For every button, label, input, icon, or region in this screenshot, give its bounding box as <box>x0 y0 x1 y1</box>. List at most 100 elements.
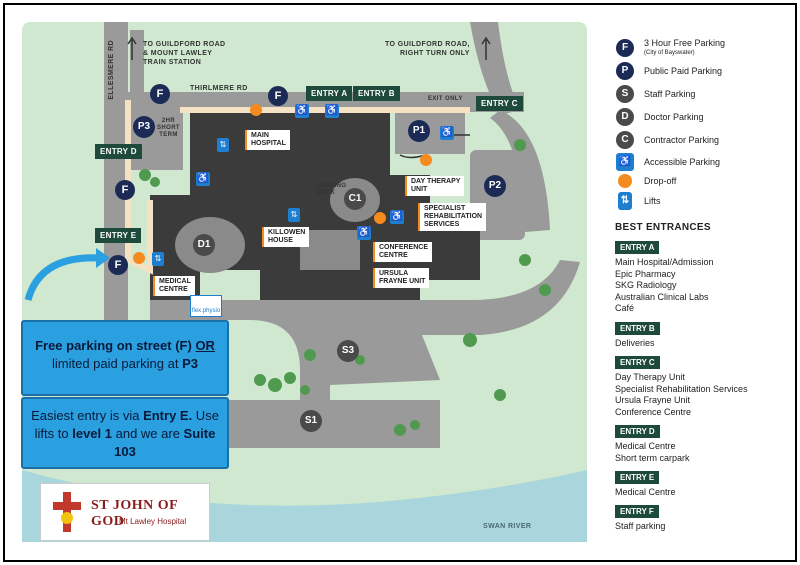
entry-c-label: ENTRY C <box>476 96 523 111</box>
legend-doctor: D Doctor Parking <box>616 108 704 126</box>
legend-staff: S Staff Parking <box>616 85 695 103</box>
s1-lot <box>220 400 440 448</box>
list-item: Café <box>615 303 635 313</box>
entry-e-arrowhead <box>96 248 110 268</box>
be-entry-b-list: Deliveries <box>615 338 655 350</box>
s1-marker: S1 <box>300 410 322 432</box>
list-item: Ursula Frayne Unit <box>615 395 691 405</box>
conference-centre-label: CONFERENCE CENTRE <box>373 242 433 262</box>
p2-marker: P2 <box>484 175 506 197</box>
legend-label: 3 Hour Free Parking <box>644 38 726 48</box>
free-parking-marker-4: F <box>108 255 128 275</box>
legend-lifts: ⇅ Lifts <box>616 192 661 210</box>
list-item: Epic Pharmacy <box>615 268 676 279</box>
free-parking-marker-1: F <box>150 84 170 104</box>
dropoff-icon <box>133 252 145 264</box>
entry-b-label: ENTRY B <box>353 86 400 101</box>
legend-label: Staff Parking <box>644 89 696 99</box>
callout-text: Suite 103 <box>114 426 216 459</box>
p1-marker: P1 <box>408 120 430 142</box>
be-entry-e-list: Medical Centre <box>615 487 676 499</box>
p3-marker: P3 <box>133 116 155 138</box>
legend-dropoff: Drop-off <box>616 174 676 188</box>
physio-badge-text: flex.physio <box>191 308 221 314</box>
legend-label: Public Paid Parking <box>644 66 723 76</box>
road-north-right <box>470 22 520 115</box>
contractor-parking-icon: C <box>616 131 634 149</box>
be-entry-f-list: Staff parking <box>615 521 665 533</box>
arrow-north-left <box>127 36 137 60</box>
legend-public: P Public Paid Parking <box>616 62 722 80</box>
be-entry-e-tag: ENTRY E <box>615 471 660 484</box>
arrow-north-right <box>481 36 491 60</box>
be-entry-a-list: Main Hospital/Admission Epic Pharmacy SK… <box>615 257 714 315</box>
parking-callout: Free parking on street (F) OR limited pa… <box>21 320 229 396</box>
dropoff-icon <box>374 212 386 224</box>
free-parking-marker-2: F <box>268 86 288 106</box>
list-item: Conference Centre <box>615 406 692 417</box>
accessible-parking-icon: ♿ <box>440 126 454 140</box>
list-item: Staff parking <box>615 521 666 531</box>
to-guildford-left-label: TO GUILDFORD ROAD & MOUNT LAWLEY TRAIN S… <box>143 41 226 66</box>
legend-contractor: C Contractor Parking <box>616 131 719 149</box>
entry-e-arrow <box>24 254 101 302</box>
legend-label: Drop-off <box>644 176 677 186</box>
legend-label: Contractor Parking <box>644 135 720 145</box>
callout-text: Entry E. <box>143 408 193 423</box>
accessible-parking-icon: ♿ <box>196 172 210 186</box>
d1-marker: D1 <box>193 234 215 256</box>
doctor-parking-icon: D <box>616 108 634 126</box>
entry-e-label: ENTRY E <box>95 228 142 243</box>
trees <box>139 139 551 436</box>
dropoff-icon <box>618 174 632 188</box>
list-item: Main Hospital/Admission <box>615 257 714 267</box>
courtyard <box>300 230 360 270</box>
short-term-label: 2HR SHORT TERM <box>157 118 180 138</box>
physio-badge: flex.physio <box>190 295 222 317</box>
callout-text: Easiest entry is via <box>31 408 144 423</box>
legend-free: F 3 Hour Free Parking (City of Bayswater) <box>616 38 725 58</box>
accessible-parking-icon: ♿ <box>390 210 404 224</box>
free-parking-icon: F <box>616 39 634 57</box>
legend-label: Lifts <box>644 196 661 206</box>
day-therapy-label: DAY THERAPY UNIT <box>405 176 465 196</box>
lifts-icon: ⇅ <box>152 252 164 266</box>
callout-text: and we are <box>112 426 184 441</box>
entry-d-label: ENTRY D <box>95 144 142 159</box>
list-item: SKG Radiology <box>615 280 677 290</box>
best-entrances-title: BEST ENTRANCES <box>615 222 711 233</box>
dropoff-icon <box>420 154 432 166</box>
road-north-left <box>130 30 144 96</box>
accessible-parking-icon: ♿ <box>357 226 371 240</box>
list-item: Day Therapy Unit <box>615 372 685 382</box>
to-guildford-right-label: TO GUILDFORD ROAD, RIGHT TURN ONLY <box>385 41 470 57</box>
callout-text: Free parking on street (F) <box>35 338 196 353</box>
swan-river-label: SWAN RIVER <box>483 523 532 530</box>
c1-marker: C1 <box>344 188 366 210</box>
be-entry-b-tag: ENTRY B <box>615 322 660 335</box>
legend-sublabel: (City of Bayswater) <box>644 50 695 56</box>
callout-text: OR <box>195 338 215 353</box>
medical-centre-label: MEDICAL CENTRE <box>153 276 195 296</box>
p1-lot <box>395 112 465 154</box>
exit-only-label: EXIT ONLY <box>428 96 463 102</box>
callout-text: level 1 <box>72 426 112 441</box>
be-entry-c-tag: ENTRY C <box>615 356 660 369</box>
legend-label: Accessible Parking <box>644 157 721 167</box>
entry-a-label: ENTRY A <box>306 86 353 101</box>
logo-sub: Mt Lawley Hospital <box>119 517 187 526</box>
loading-dock-label: LOADING DOCK <box>316 183 347 196</box>
dropoff-icon <box>250 104 262 116</box>
accessible-parking-icon: ♿ <box>616 153 634 171</box>
thirlmere-rd-label: THIRLMERE RD <box>190 85 248 92</box>
logo-name: ST JOHN OF GOD <box>91 498 178 529</box>
list-item: Specialist Rehabilitation Services <box>615 383 748 394</box>
main-hospital-label: MAIN HOSPITAL <box>245 130 290 150</box>
legend-label: Doctor Parking <box>644 112 704 122</box>
accessible-parking-icon: ♿ <box>295 104 309 118</box>
entry-callout: Easiest entry is via Entry E. Use lifts … <box>21 397 229 469</box>
list-item: Short term carpark <box>615 452 690 463</box>
specialist-rehab-label: SPECIALIST REHABILITATION SERVICES <box>418 203 487 231</box>
ursula-frayne-label: URSULA FRAYNE UNIT <box>373 268 430 288</box>
callout-text: Use lifts to <box>34 408 219 441</box>
